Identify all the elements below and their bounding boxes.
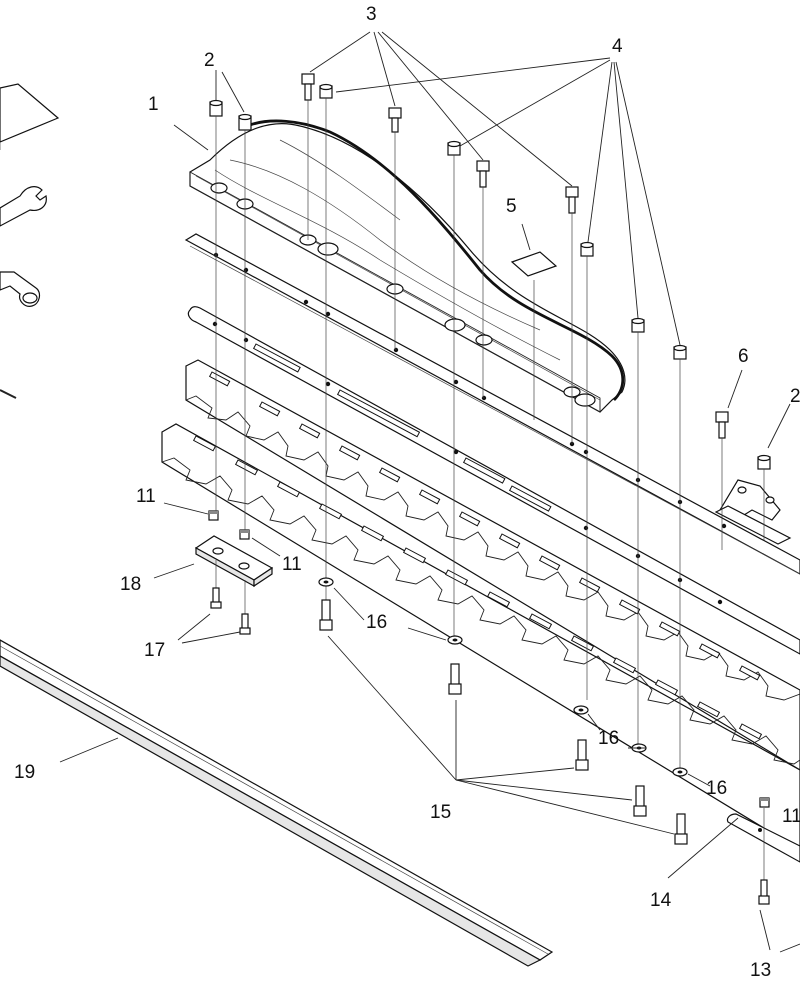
callout-14: 14	[650, 890, 672, 911]
hex-bolt	[674, 813, 688, 845]
square-nut	[759, 797, 770, 808]
callout-11: 11	[282, 554, 302, 575]
hex-bolt	[448, 663, 462, 695]
hex-bolt	[633, 785, 647, 817]
callout-11: 11	[136, 486, 156, 507]
cap-bolt	[476, 160, 490, 188]
upper-mounting-strip	[184, 233, 800, 575]
washer	[318, 577, 334, 587]
hex-nut	[580, 241, 594, 257]
hex-bolt	[575, 739, 589, 771]
assembly-lines	[215, 98, 765, 880]
cap-bolt	[388, 107, 402, 133]
callout-3: 3	[366, 4, 377, 25]
hex-nut	[209, 99, 223, 117]
hex-nut	[447, 140, 461, 156]
label-decal	[510, 251, 558, 277]
cap-bolt	[565, 186, 579, 214]
tool-plate-icon	[0, 83, 60, 150]
washer	[447, 635, 463, 645]
small-bolt	[239, 613, 251, 635]
callout-18: 18	[120, 574, 141, 595]
leader-lines	[59, 31, 800, 953]
slotted-spacer-strip	[187, 306, 800, 655]
callout-15: 15	[430, 802, 451, 823]
clamp-plate	[194, 535, 274, 588]
callout-16: 16	[598, 728, 619, 749]
hex-nut	[238, 113, 252, 131]
callout-19: 19	[14, 762, 35, 783]
callout-16: 16	[366, 612, 387, 633]
washer	[573, 705, 589, 715]
hex-bolt	[319, 599, 333, 631]
wrench-icon	[0, 186, 47, 227]
upper-cutter-blade	[185, 359, 800, 771]
callout-16: 16	[706, 778, 727, 799]
square-nut	[239, 529, 250, 540]
cap-bolt	[301, 73, 315, 101]
pin-icon	[0, 389, 17, 399]
callout-1: 1	[148, 94, 159, 115]
cap-bolt	[715, 411, 729, 439]
hex-nut	[319, 83, 333, 99]
box-wrench-icon	[0, 271, 41, 307]
callout-2: 2	[204, 50, 215, 71]
hex-nut	[631, 317, 645, 333]
callout-17: 17	[144, 640, 165, 661]
hex-nut	[673, 344, 687, 360]
square-nut	[208, 510, 219, 521]
hex-nut	[757, 454, 771, 470]
callout-13: 13	[750, 960, 771, 981]
small-bolt	[210, 587, 222, 609]
callout-2: 2	[790, 386, 800, 407]
callout-5: 5	[506, 196, 517, 217]
callout-4: 4	[612, 36, 623, 57]
small-bolt	[758, 879, 770, 905]
guide-bar	[0, 639, 554, 967]
callout-11: 11	[782, 806, 800, 827]
callout-6: 6	[738, 346, 749, 367]
washer	[672, 767, 688, 777]
right-bracket	[714, 479, 792, 545]
